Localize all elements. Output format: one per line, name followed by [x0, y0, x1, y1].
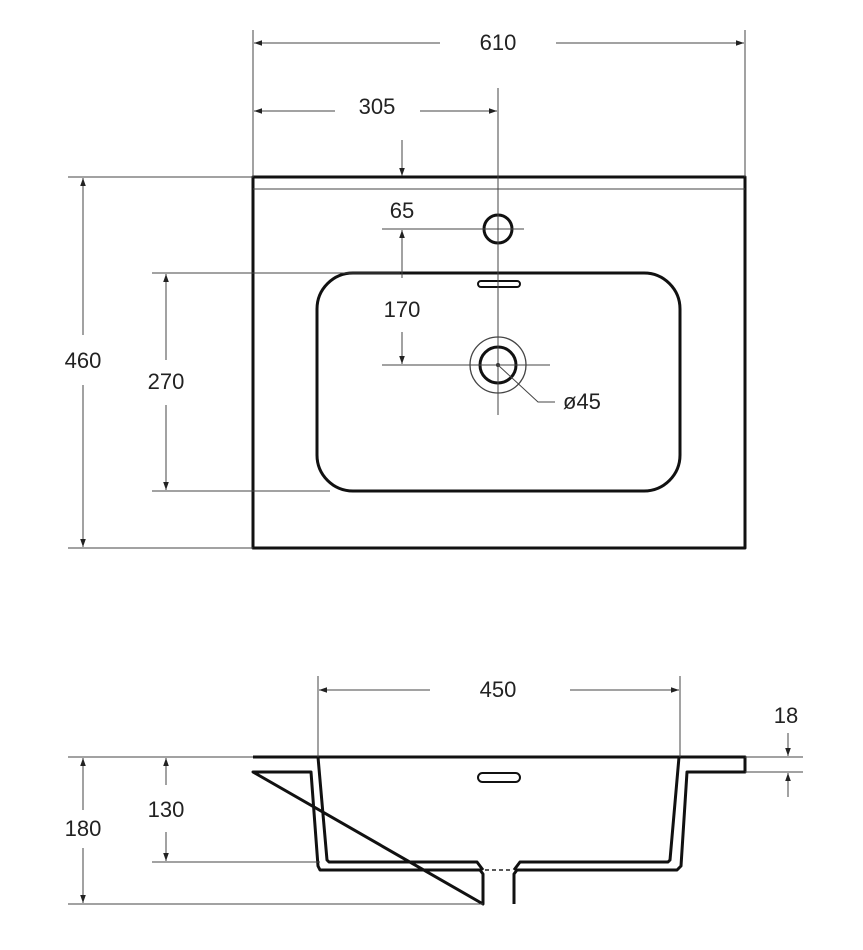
- top-view: 610 305 65 170 ø45 460 270: [65, 30, 747, 550]
- countertop-outline: [251, 175, 747, 550]
- dim-depth-label: 460: [65, 348, 102, 373]
- dim-faucet-label: 65: [390, 198, 414, 223]
- dim-width-label: 610: [480, 30, 517, 55]
- dim-drain-offset-label: 170: [384, 297, 421, 322]
- section-view: 450 18 180 130: [65, 676, 803, 906]
- dim-slab-label: 18: [774, 703, 798, 728]
- section-outer-profile: [251, 755, 747, 906]
- dim-bowl-depth-label: 270: [148, 369, 185, 394]
- drain-leader: [497, 364, 555, 403]
- dim-bowl-height-label: 130: [148, 797, 185, 822]
- overflow-slot: [477, 280, 521, 288]
- section-overflow-slot: [477, 772, 521, 783]
- section-inner-profile: [316, 756, 681, 871]
- dim-drain-diameter-label: ø45: [563, 389, 601, 414]
- dim-bowl-width-label: 450: [480, 677, 517, 702]
- dim-half-width-label: 305: [359, 94, 396, 119]
- dim-total-height-label: 180: [65, 816, 102, 841]
